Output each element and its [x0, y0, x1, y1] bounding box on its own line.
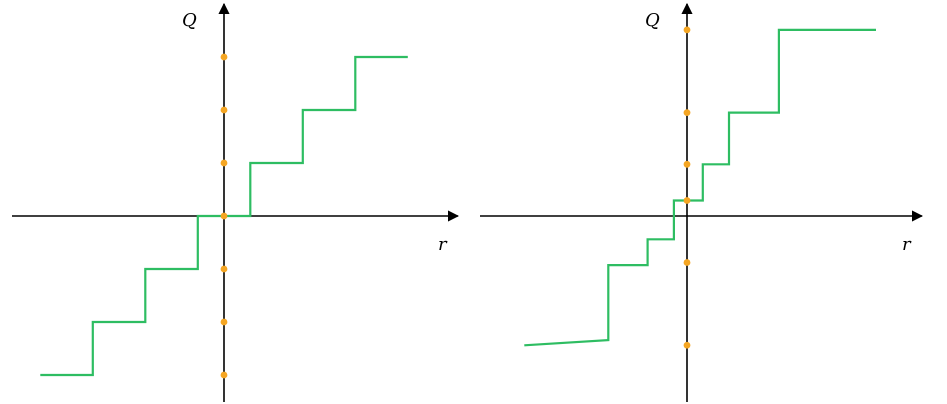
- level-marker: [683, 160, 691, 168]
- level-marker: [683, 26, 691, 34]
- left-chart: rQ: [12, 2, 460, 402]
- level-marker: [220, 318, 228, 326]
- level-marker: [220, 53, 228, 61]
- level-marker: [220, 265, 228, 273]
- right-chart: rQ: [480, 2, 924, 402]
- level-marker: [220, 212, 228, 220]
- step-series-line: [524, 28, 876, 347]
- level-marker: [683, 259, 691, 266]
- x-axis-label: r: [438, 234, 448, 255]
- level-marker: [220, 371, 228, 379]
- level-marker: [220, 159, 228, 167]
- y-axis-label: Q: [645, 10, 660, 31]
- y-axis-label: Q: [182, 10, 197, 31]
- level-marker: [683, 341, 691, 349]
- x-axis-label: r: [902, 234, 912, 255]
- level-marker: [683, 197, 691, 204]
- level-marker: [683, 109, 691, 116]
- level-marker: [220, 106, 228, 114]
